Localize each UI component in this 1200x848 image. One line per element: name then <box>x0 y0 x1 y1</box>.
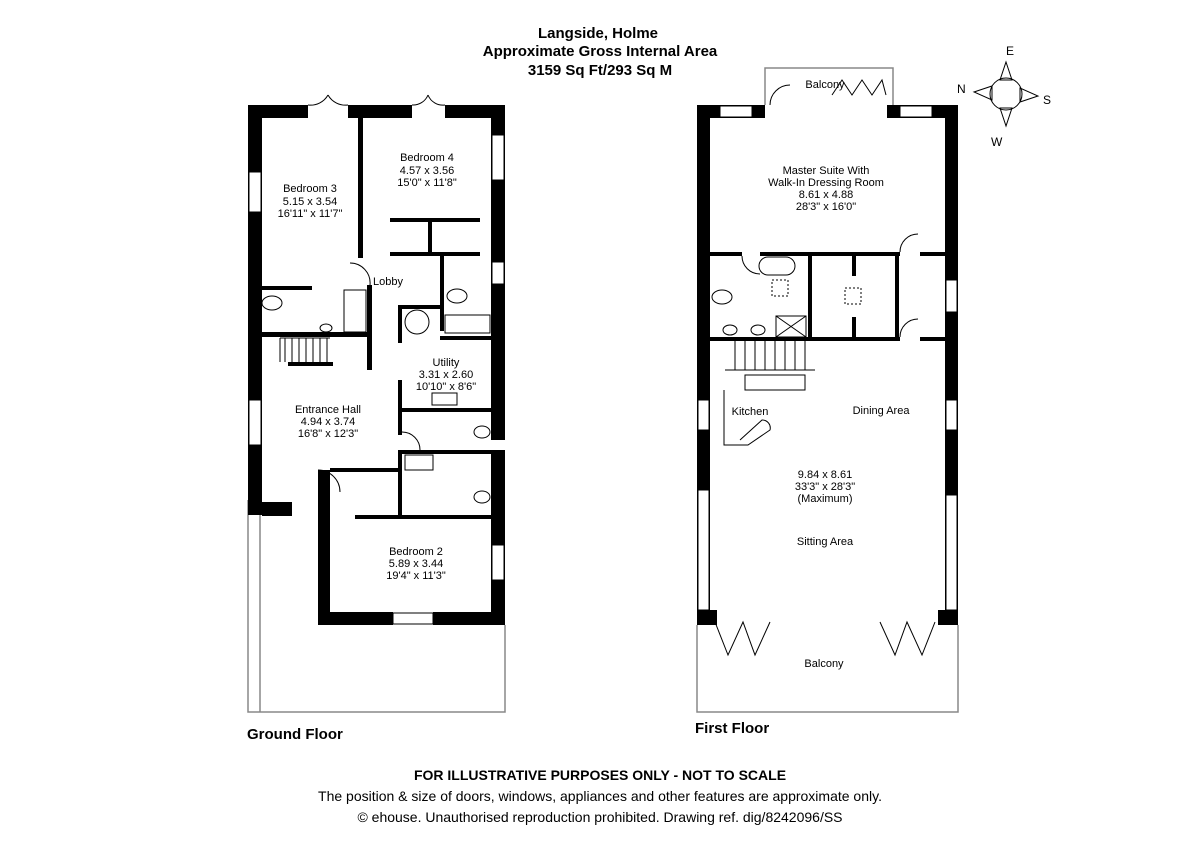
room-bedroom3-imperial: 16'11" x 11'7" <box>278 208 343 220</box>
room-bedroom3-metric: 5.15 x 3.54 <box>283 196 337 208</box>
room-utility-imperial: 10'10" x 8'6" <box>416 381 476 393</box>
room-utility-metric: 3.31 x 2.60 <box>419 369 473 381</box>
approximation-note: The position & size of doors, windows, a… <box>318 788 882 804</box>
room-entrance-hall-name: Entrance Hall <box>295 404 361 416</box>
room-open-plan-note: (Maximum) <box>798 493 853 505</box>
compass-n: N <box>957 82 966 96</box>
room-lobby-name: Lobby <box>373 276 403 288</box>
room-balcony-top-name: Balcony <box>805 79 845 91</box>
room-dining-area-name: Dining Area <box>853 405 911 417</box>
room-master-suite-name: Master Suite With <box>783 165 870 177</box>
room-bedroom4-metric: 4.57 x 3.56 <box>400 165 454 177</box>
room-balcony-bottom-name: Balcony <box>804 658 844 670</box>
room-open-plan-imperial: 33'3" x 28'3" <box>795 481 855 493</box>
room-bedroom4-imperial: 15'0" x 11'8" <box>397 177 457 189</box>
room-entrance-hall-metric: 4.94 x 3.74 <box>301 416 355 428</box>
room-utility-name: Utility <box>433 357 460 369</box>
compass-w: W <box>991 135 1003 149</box>
compass-icon: N E S W <box>957 44 1051 149</box>
compass-s: S <box>1043 93 1051 107</box>
room-bedroom2-name: Bedroom 2 <box>389 546 443 558</box>
room-bedroom4-name: Bedroom 4 <box>400 152 454 164</box>
room-bedroom2-metric: 5.89 x 3.44 <box>389 558 443 570</box>
property-title: Langside, Holme <box>538 25 658 42</box>
room-master-suite-metric: 8.61 x 4.88 <box>799 189 853 201</box>
first-floor-plan <box>696 67 959 713</box>
room-kitchen-name: Kitchen <box>732 406 769 418</box>
ground-floor-label: Ground Floor <box>247 726 343 743</box>
ground-floor-plan <box>247 94 506 713</box>
disclaimer: FOR ILLUSTRATIVE PURPOSES ONLY - NOT TO … <box>414 767 786 783</box>
room-master-suite-name2: Walk-In Dressing Room <box>768 177 884 189</box>
room-master-suite-imperial: 28'3" x 16'0" <box>796 201 856 213</box>
first-floor-label: First Floor <box>695 720 769 737</box>
room-open-plan-metric: 9.84 x 8.61 <box>798 469 852 481</box>
room-bedroom2-imperial: 19'4" x 11'3" <box>386 570 446 582</box>
gross-area: 3159 Sq Ft/293 Sq M <box>528 62 672 79</box>
copyright-notice: © ehouse. Unauthorised reproduction proh… <box>357 809 842 825</box>
area-subtitle: Approximate Gross Internal Area <box>483 43 718 60</box>
room-sitting-area-name: Sitting Area <box>797 536 854 548</box>
room-entrance-hall-imperial: 16'8" x 12'3" <box>298 428 358 440</box>
compass-e: E <box>1006 44 1014 58</box>
room-bedroom3-name: Bedroom 3 <box>283 183 337 195</box>
